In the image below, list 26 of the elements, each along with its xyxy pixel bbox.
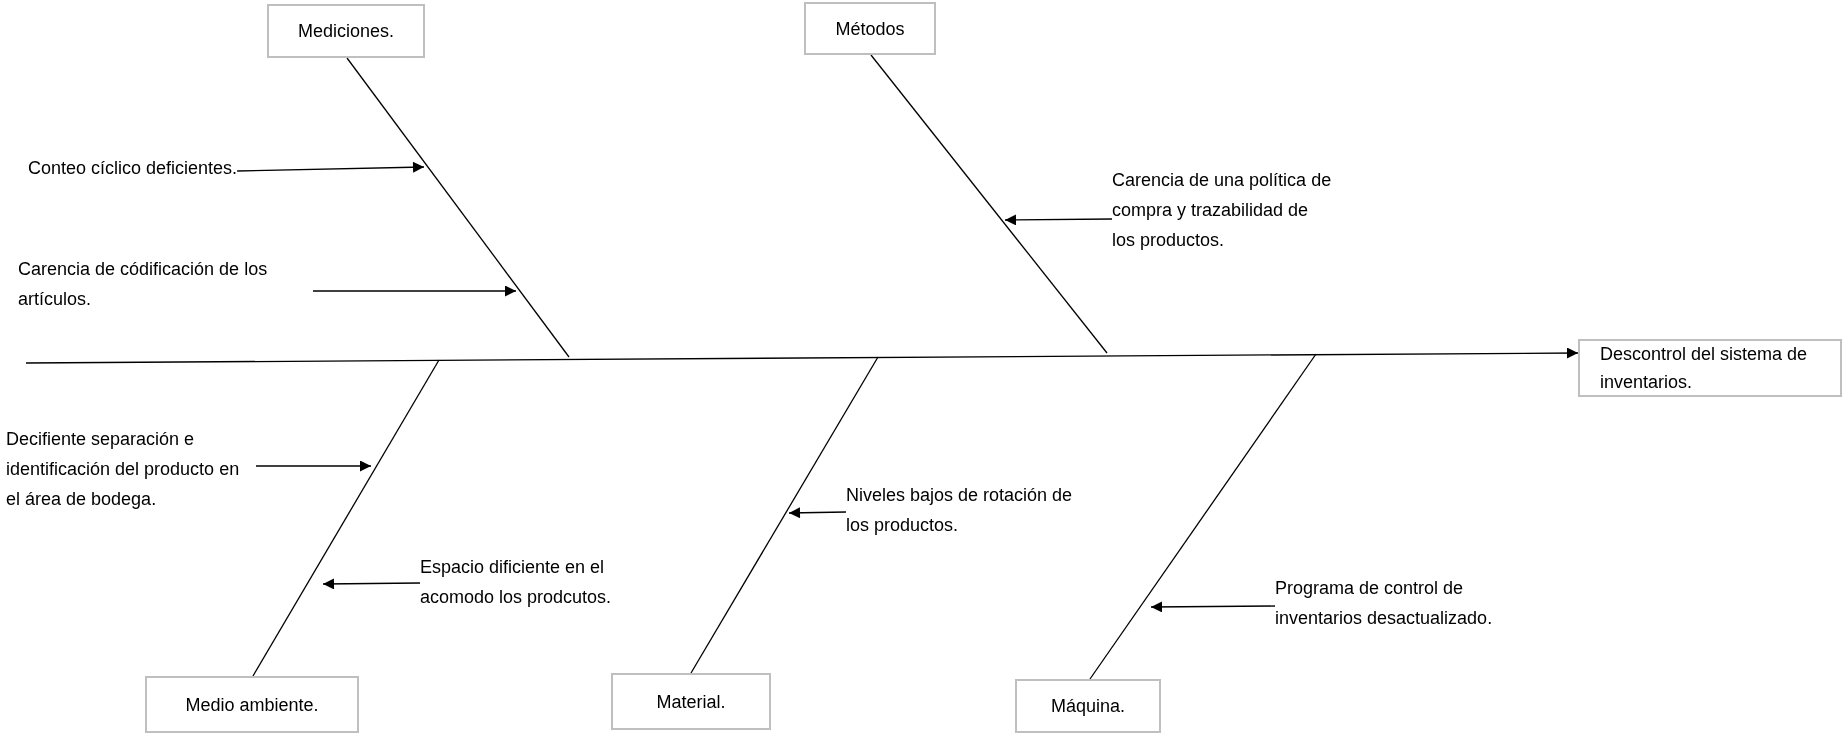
cause-text: Decifiente separación e identificación del producto en el área de bodega. (6, 424, 256, 514)
arrow (25, 347, 1579, 364)
arrow (236, 161, 425, 173)
arrow (1150, 601, 1276, 613)
bone-line (870, 54, 1108, 354)
category-box: Descontrol del sistema de inventarios. (1578, 339, 1842, 397)
bone-line (252, 359, 440, 677)
cause-text: Programa de control de inventarios desactualizado. (1275, 573, 1520, 633)
bone-line (690, 356, 879, 674)
bone-line (346, 57, 570, 358)
category-box: Material. (611, 673, 771, 730)
cause-text: Carencia de una política de compra y trazabilidad de los productos. (1112, 165, 1332, 255)
bone-line (1089, 353, 1317, 680)
category-box: Métodos (804, 2, 936, 55)
cause-text: Espacio dificiente en el acomodo los prodcutos. (420, 552, 650, 612)
arrow (1004, 214, 1113, 226)
cause-text: Carencia de códificación de los artículos. (18, 254, 313, 314)
category-box: Mediciones. (267, 4, 425, 58)
arrow (788, 507, 847, 519)
cause-text: Niveles bajos de rotación de los productos. (846, 480, 1076, 540)
cause-text: Conteo cíclico deficientes. (28, 153, 238, 183)
arrow (312, 285, 517, 297)
arrow (322, 578, 421, 590)
arrow (255, 460, 372, 472)
category-box: Máquina. (1015, 679, 1161, 733)
category-box: Medio ambiente. (145, 676, 359, 733)
